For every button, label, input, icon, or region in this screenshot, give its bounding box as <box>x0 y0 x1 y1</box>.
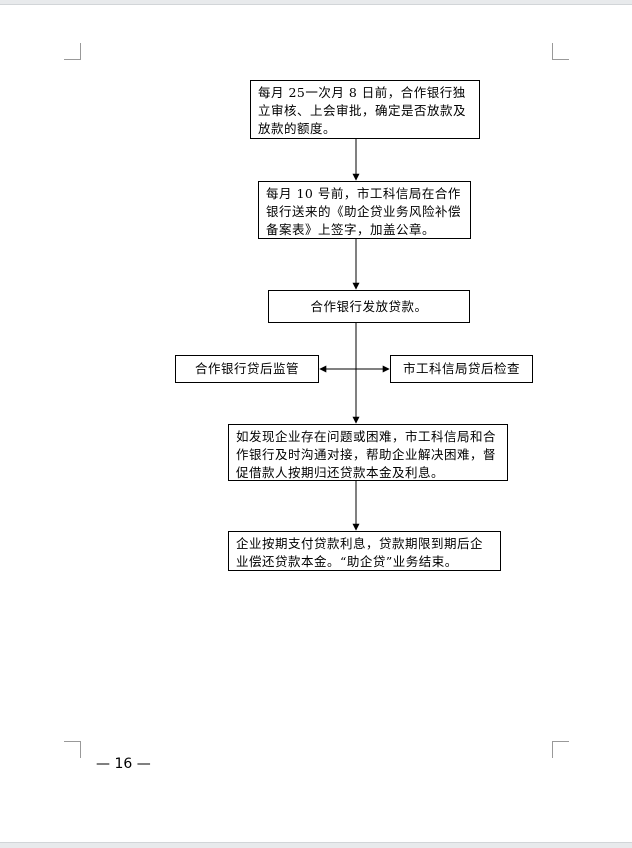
flow-step-loan-issue: 合作银行发放贷款。 <box>268 290 470 323</box>
flow-step-bureau-inspection: 市工科信局贷后检查 <box>390 355 533 383</box>
flow-step-problem-handling: 如发现企业存在问题或困难，市工科信局和合作银行及时沟通对接，帮助企业解决困难，督… <box>228 424 508 481</box>
flow-step-bank-supervision: 合作银行贷后监管 <box>175 355 319 383</box>
window-bottom-bar <box>0 842 632 848</box>
window-top-bar <box>0 0 632 5</box>
crop-mark-top-left <box>64 43 81 60</box>
crop-mark-bottom-right <box>552 741 569 758</box>
page-number: — 16 — <box>96 756 151 772</box>
crop-mark-top-right <box>552 43 569 60</box>
flow-step-bureau-sign: 每月 10 号前，市工科信局在合作银行送来的《助企贷业务风险补偿备案表》上签字，… <box>258 181 471 239</box>
flow-step-bank-review: 每月 25一次月 8 日前，合作银行独立审核、上会审批，确定是否放款及放款的额度… <box>250 80 480 139</box>
crop-mark-bottom-left <box>64 741 81 758</box>
flow-step-repayment-end: 企业按期支付贷款利息，贷款期限到期后企业偿还贷款本金。“助企贷”业务结束。 <box>228 531 501 571</box>
